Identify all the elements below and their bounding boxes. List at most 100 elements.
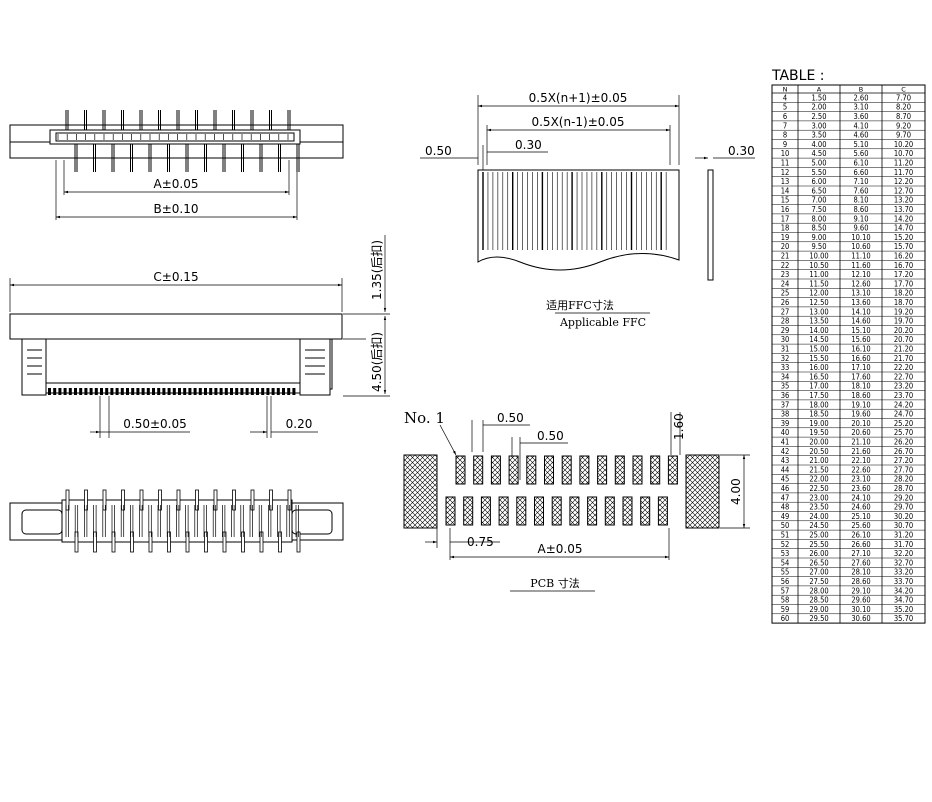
table-cell: 13.20 [894,196,913,205]
table-cell: 12.20 [894,177,913,186]
table-cell: 52 [781,540,790,549]
pcb-pad-top [544,455,554,485]
pin-foot [235,388,239,395]
table-cell: 28.00 [809,586,828,595]
table-cell: 22 [781,261,790,270]
table-cell: 31.20 [894,531,913,540]
table-cell: 4.00 [811,140,826,149]
pin-tail [102,489,107,511]
table-cell: 3.00 [811,121,826,130]
table-cell: 46 [781,484,790,493]
table-cell: 15 [781,196,790,205]
table-cell: 22.70 [894,372,913,381]
table-cell: 40 [781,428,790,437]
pin-tail [121,489,125,511]
table-cell: 10.50 [809,261,828,270]
table-cell: 25.50 [809,540,828,549]
pin-tail [74,531,79,553]
pcb-pad-top [667,455,678,485]
table-cell: 29.70 [894,503,913,512]
table-title: TABLE : [771,68,824,84]
table-cell: 10.20 [894,140,913,149]
pin-foot [131,388,135,395]
pin-foot [198,388,202,395]
pcb-pad-top [526,455,537,485]
table-cell: 26.00 [809,549,828,558]
table-cell: 10.60 [851,242,870,251]
table-cell: 9.00 [811,233,826,242]
pcb-pad-bottom [516,496,527,526]
table-cell: 13 [781,177,790,186]
pin-foot [79,388,83,395]
pcb-dim-050-b: 0.50 [537,429,564,443]
table-cell: 25.00 [809,531,828,540]
pin-foot [193,388,197,395]
table-cell: 24.70 [894,410,913,419]
table-cell: 44 [781,465,790,474]
table-cell: 29.60 [851,596,870,605]
table-cell: 55 [781,568,790,577]
table-cell: 27 [781,307,790,316]
table-cell: 3.10 [853,103,868,112]
ffc-side-profile [707,169,714,281]
table-cell: 35.20 [894,605,913,614]
dim-135-label: 1.35(后扣) [370,240,384,300]
table-cell: 29.00 [809,605,828,614]
table-cell: 43 [781,456,790,465]
table-cell: 19.70 [894,317,913,326]
pin-foot [141,388,145,395]
table-cell: 15.60 [851,335,870,344]
pin-foot [240,388,244,395]
pin-foot [68,388,72,395]
table-cell: 16.50 [809,372,828,381]
pin-foot [120,388,124,395]
table-cell: 49 [781,512,790,521]
table-cell: 60 [781,614,790,623]
table-cell: 20.00 [809,438,828,447]
table-cell: 20.50 [809,447,828,456]
table-cell: 53 [781,549,790,558]
table-cell: 32 [781,354,790,363]
table-cell: 27.70 [894,465,913,474]
table-cell: 11 [781,159,790,168]
pin-foot [162,388,166,395]
table-cell: 8.70 [896,112,911,121]
pin-foot [292,388,296,395]
table-cell: 22.10 [851,456,870,465]
pin-foot [250,388,254,395]
table-cell: 41 [781,438,790,447]
pin-foot [204,388,207,395]
table-cell: 28 [781,317,790,326]
table-cell: 2.50 [811,112,826,121]
table-header-cell: A [817,86,822,94]
table-cell: 12.70 [894,186,913,195]
pin-foot [89,388,93,395]
table-header-cell: B [859,86,863,94]
table-cell: 24.00 [809,512,828,521]
table-cell: 33.70 [894,577,913,586]
table-cell: 17.00 [809,382,828,391]
pcb-pad-top [597,455,608,485]
table-cell: 27.60 [851,558,870,567]
table-cell: 6 [783,112,787,121]
pin-foot [157,388,161,395]
dim-b-label: B±0.10 [153,202,198,216]
pin-foot [146,388,150,395]
pin-foot [84,388,88,395]
table-cell: 9.70 [896,131,911,140]
table-cell: 17 [781,214,790,223]
table-cell: 17.60 [851,372,870,381]
pin-foot [209,388,213,395]
ffc-dim-050: 0.50 [425,144,452,158]
table-cell: 42 [781,447,790,456]
pin-tail [167,531,171,553]
table-cell: 28.20 [894,475,913,484]
pin-foot [287,388,291,395]
pcb-pad-top [632,455,643,485]
table-cell: 48 [781,503,790,512]
pcb-pad-top [579,455,590,485]
table-cell: 21.10 [851,438,870,447]
table-cell: 6.10 [853,159,868,168]
pcb-dim-160: 1.60 [672,413,686,440]
table-cell: 23.50 [809,503,828,512]
